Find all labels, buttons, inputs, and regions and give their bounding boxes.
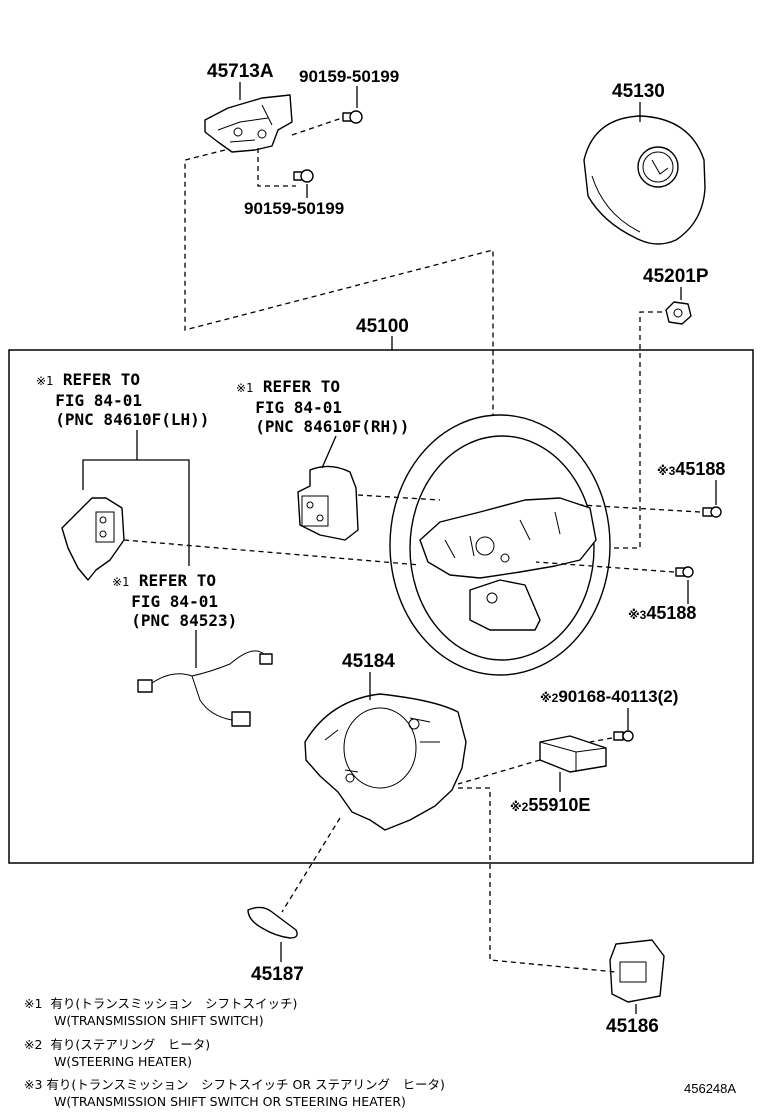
footnote-3: ※3 有り(トランスミッション シフトスイッチ OR ステアリング ヒータ) W… (24, 1077, 445, 1109)
reference-rh: ※1 REFER TO FIG 84-01 (PNC 84610F(RH)) (236, 377, 410, 436)
label-55910E: ※255910E (510, 795, 591, 815)
bolt-90168-part (613, 730, 634, 742)
steering-wheel-part (389, 414, 611, 676)
wire-harness-part (137, 650, 273, 727)
label-45188-bottom: ※345188 (628, 603, 697, 623)
label-45713A: 45713A (207, 61, 274, 82)
reference-lh: ※1 REFER TO FIG 84-01 (PNC 84610F(LH)) (36, 370, 210, 429)
label-90159-bottom: 90159-50199 (244, 199, 345, 218)
cover-45186-part (609, 939, 665, 1003)
nut-45201P-part (665, 301, 692, 325)
assembly-frame-45100 (8, 349, 754, 864)
label-90159-top: 90159-50199 (299, 67, 400, 86)
paddle-switch-lh-part (61, 497, 125, 581)
label-45184: 45184 (342, 651, 395, 672)
cover-45713A-part (204, 94, 293, 153)
airbag-45130-part (583, 115, 706, 245)
label-45187: 45187 (251, 964, 304, 985)
diagram-id: 456248A (684, 1081, 737, 1096)
lower-cover-45184-part (304, 693, 467, 831)
footnote-2: ※2 有り(ステアリング ヒータ) W(STEERING HEATER) (24, 1037, 211, 1069)
heater-unit-55910E-part (539, 735, 607, 773)
screw-45188-top-part (702, 506, 722, 518)
reference-switch: ※1 REFER TO FIG 84-01 (PNC 84523) (112, 571, 238, 630)
label-45186: 45186 (606, 1016, 659, 1037)
label-45188-top: ※345188 (657, 459, 726, 479)
label-45100: 45100 (356, 316, 409, 337)
label-45130: 45130 (612, 81, 665, 102)
bolt-90159-bottom-part (293, 169, 314, 183)
cover-45187-part (247, 906, 298, 939)
label-45201P: 45201P (643, 266, 709, 287)
screw-45188-bottom-part (675, 566, 694, 578)
footnote-1: ※1 有り(トランスミッション シフトスイッチ) W(TRANSMISSION … (24, 996, 298, 1028)
bolt-90159-top-part (342, 110, 363, 124)
paddle-switch-rh-part (297, 465, 359, 541)
label-90168: ※290168-40113(2) (540, 687, 679, 706)
